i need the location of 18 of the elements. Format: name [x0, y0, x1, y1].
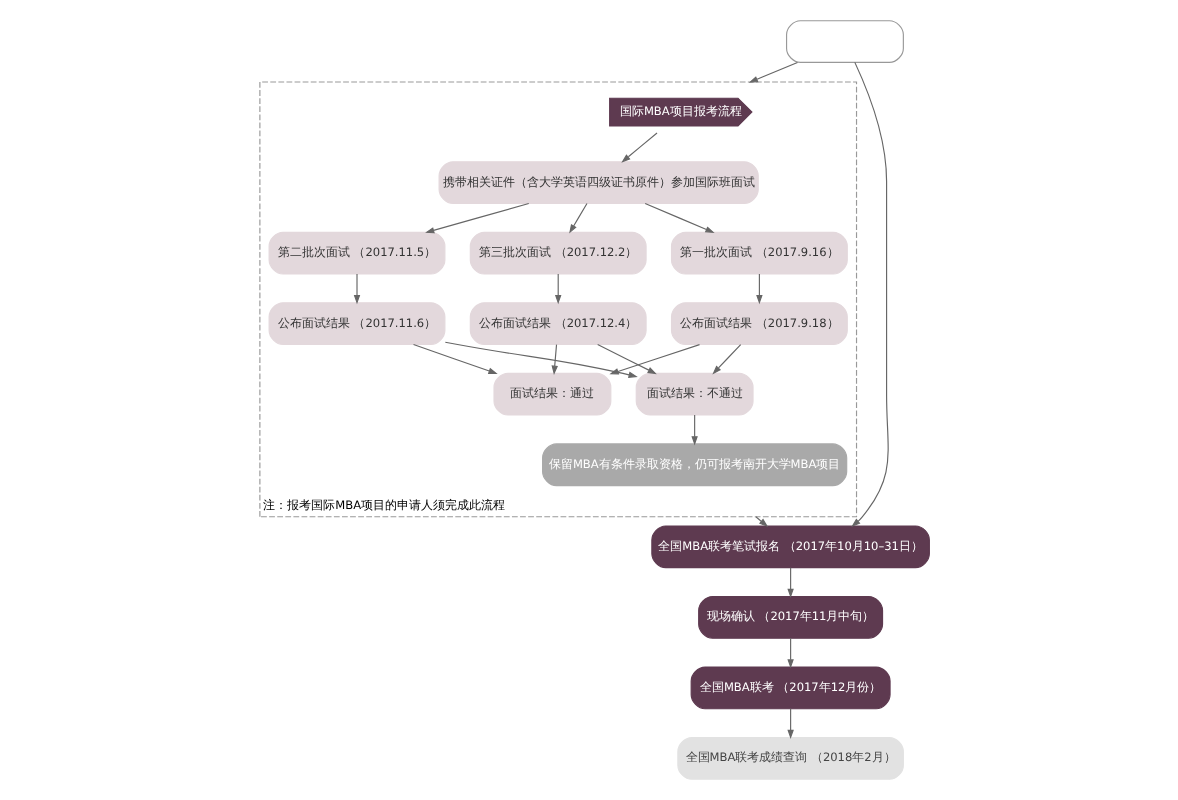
node-box	[785, 20, 903, 63]
arrow	[755, 273, 762, 305]
arrow	[786, 567, 793, 599]
arrow	[850, 61, 888, 527]
arrow	[690, 414, 697, 446]
arrow	[711, 344, 741, 375]
arrow	[411, 344, 497, 374]
arrow	[786, 637, 793, 669]
arrow	[424, 202, 529, 234]
arrow	[550, 344, 557, 375]
arrow	[553, 273, 561, 305]
arrow	[754, 516, 768, 528]
arrow	[643, 202, 714, 233]
arrow	[786, 708, 793, 740]
arrow	[747, 61, 798, 83]
arrow	[620, 132, 657, 163]
arrow	[352, 273, 360, 305]
arrow	[568, 202, 587, 234]
